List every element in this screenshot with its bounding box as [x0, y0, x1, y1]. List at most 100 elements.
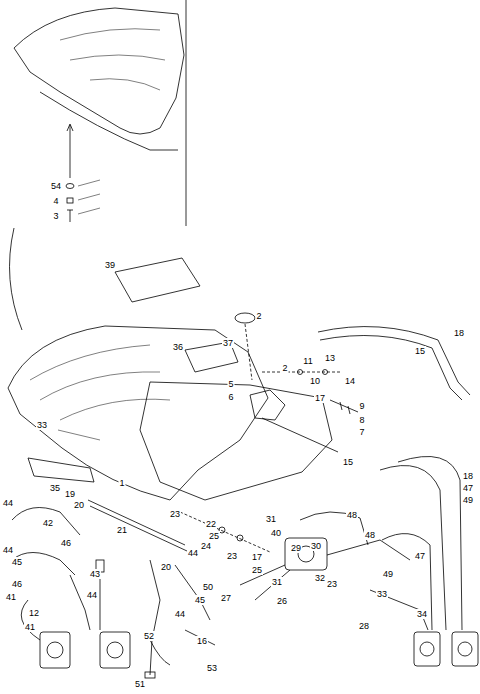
- callout-number: 4: [52, 196, 59, 206]
- tube: [185, 630, 215, 645]
- washer: [67, 198, 73, 203]
- callout-number: 19: [64, 489, 76, 499]
- fuel-hose: [398, 456, 462, 630]
- callout-number: 15: [342, 457, 354, 467]
- callout-number: 50: [202, 582, 214, 592]
- callout-number: 17: [251, 552, 263, 562]
- callout-number: 6: [227, 392, 234, 402]
- callout-number: 13: [324, 353, 336, 363]
- callout-number: 24: [200, 541, 212, 551]
- callout-number: 52: [143, 631, 155, 641]
- hose: [100, 572, 101, 630]
- fuel-pump-flange: [250, 390, 285, 420]
- callout-number: 35: [49, 483, 61, 493]
- assembly-line: [245, 324, 252, 380]
- hose: [382, 534, 432, 630]
- clip: [145, 672, 155, 678]
- callout-number: 2: [255, 311, 262, 321]
- callout-number: 39: [104, 260, 116, 270]
- hood: [8, 326, 268, 500]
- screw: [67, 210, 73, 222]
- hood-detail: [30, 345, 170, 420]
- windshield: [115, 258, 200, 302]
- pump-hoses: [240, 540, 410, 600]
- arrow-head: [67, 124, 73, 131]
- grommet: [66, 184, 74, 189]
- callout-number: 23: [226, 551, 238, 561]
- clamp: [323, 370, 328, 375]
- callout-number: 44: [174, 609, 186, 619]
- fitting: [330, 400, 358, 414]
- fitting: [237, 535, 243, 541]
- callout-number: 31: [271, 577, 283, 587]
- tube: [90, 506, 187, 551]
- callout-number: 46: [11, 579, 23, 589]
- callout-number: 32: [314, 573, 326, 583]
- callout-number: 27: [220, 593, 232, 603]
- callout-number: 5: [227, 379, 234, 389]
- callout-number: 15: [414, 346, 426, 356]
- callout-number: 48: [364, 530, 376, 540]
- callout-number: 25: [208, 531, 220, 541]
- tube: [88, 500, 185, 545]
- callout-number: 48: [346, 510, 358, 520]
- callout-number: 44: [2, 498, 14, 508]
- callout-number: 44: [187, 548, 199, 558]
- callout-number: 25: [251, 565, 263, 575]
- carburetor: [40, 632, 130, 668]
- callout-number: 37: [222, 338, 234, 348]
- callout-number: 16: [196, 636, 208, 646]
- carburetor: [414, 632, 478, 666]
- callout-number: 34: [416, 609, 428, 619]
- callout-number: 51: [134, 679, 146, 689]
- callout-number: 40: [270, 528, 282, 538]
- callout-number: 23: [326, 579, 338, 589]
- hood-inset: [14, 8, 184, 134]
- callout-number: 44: [2, 545, 14, 555]
- hose: [21, 575, 90, 640]
- fuel-line: [262, 418, 338, 452]
- callout-number: 33: [376, 589, 388, 599]
- callout-number: 54: [50, 181, 62, 191]
- callout-number: 8: [358, 415, 365, 425]
- callout-number: 41: [5, 592, 17, 602]
- fuel-hose: [320, 336, 462, 401]
- callout-number: 1: [118, 478, 125, 488]
- hood-lip: [40, 92, 178, 150]
- callout-number: 20: [160, 562, 172, 572]
- callout-number: 42: [42, 518, 54, 528]
- callout-number: 41: [24, 622, 36, 632]
- callout-number: 17: [314, 393, 326, 403]
- callout-number: 45: [194, 595, 206, 605]
- callout-number: 47: [462, 483, 474, 493]
- hood-detail: [60, 29, 165, 90]
- callout-number: 7: [358, 427, 365, 437]
- callout-number: 9: [358, 401, 365, 411]
- callout-number: 18: [462, 471, 474, 481]
- fuel-cap: [235, 313, 255, 323]
- callout-number: 30: [310, 541, 322, 551]
- callout-number: 49: [382, 569, 394, 579]
- hose: [150, 560, 160, 675]
- fuel-tank: [140, 382, 332, 500]
- callout-number: 46: [60, 538, 72, 548]
- callout-number: 28: [358, 621, 370, 631]
- callout-number: 23: [169, 509, 181, 519]
- callout-number: 3: [52, 211, 59, 221]
- assembly-line: [180, 512, 270, 552]
- fuel-pump: [285, 538, 327, 570]
- callout-number: 22: [205, 519, 217, 529]
- callout-number: 44: [86, 590, 98, 600]
- clamp: [298, 370, 303, 375]
- callout-number: 10: [309, 376, 321, 386]
- callout-number: 33: [36, 420, 48, 430]
- callout-number: 11: [302, 356, 313, 366]
- callout-number: 43: [89, 569, 101, 579]
- callout-number: 18: [453, 328, 465, 338]
- arrow-line: [70, 125, 71, 178]
- callout-number: 45: [11, 557, 23, 567]
- hose: [370, 590, 428, 630]
- callout-number: 14: [344, 376, 356, 386]
- callout-number: 47: [414, 551, 426, 561]
